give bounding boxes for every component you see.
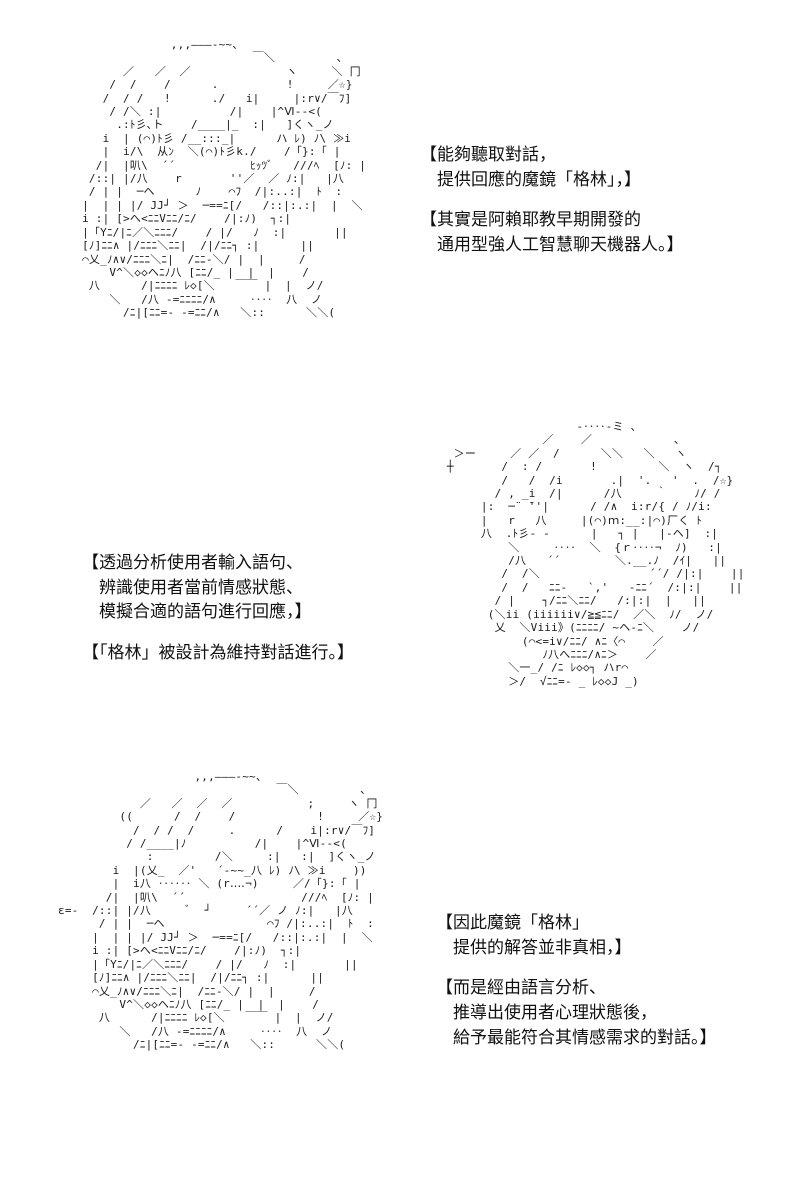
- caption-block: 【因此魔鏡「格林」 提供的解答並非真相，】: [436, 911, 717, 960]
- caption-line: 【其實是阿賴耶教早期開發的: [420, 210, 641, 231]
- caption-line: 【透過分析使用者輸入語句、: [82, 553, 303, 573]
- caption-line: 【而是經由語言分析、: [436, 978, 606, 999]
- ascii-art-character-1: ,,,―――-~~、 ￣＼ 、 ／ ／ ／ ヽ ＼ 冂 / / / . ! ／☆…: [82, 38, 367, 320]
- caption-line: 【能夠聽取對話，: [420, 145, 556, 165]
- panel-2: 【透過分析使用者輸入語句、 辨識使用者當前情感狀態、 模擬合適的語句進行回應，】…: [0, 420, 800, 780]
- caption-panel-3: 【因此魔鏡「格林」 提供的解答並非真相，】 【而是經由語言分析、 推導出使用者心…: [436, 911, 717, 1066]
- ascii-art-character-2: -‥‥-ミ 、 ／ ／ 、 ＞ー ／ ／ / ＼＼ ＼ ヽ ┼ / : / ! …: [446, 420, 745, 688]
- caption-line: 提供回應的魔鏡「格林」，】: [437, 169, 641, 190]
- ascii-art-character-3: ,,,―――-~~、 ￣＼ 、 ／ ／ ／ ／ ; ヽ 冂 (( / / / !…: [58, 770, 384, 1052]
- caption-line: 提供的解答並非真相，】: [453, 937, 632, 958]
- caption-line: 給予最能符合其情感需求的對話。】: [453, 1027, 717, 1048]
- caption-line: 推導出使用者心理狀態後，: [453, 1002, 657, 1023]
- caption-block: 【透過分析使用者輸入語句、 辨識使用者當前情感狀態、 模擬合適的語句進行回應，】: [82, 551, 354, 625]
- panel-1: ,,,―――-~~、 ￣＼ 、 ／ ／ ／ ヽ ＼ 冂 / / / . ! ／☆…: [0, 0, 800, 420]
- caption-line: 通用型強人工智慧聊天機器人。】: [437, 234, 684, 255]
- caption-line: 【「格林」被設計為維持對話進行。】: [82, 642, 354, 663]
- caption-block: 【其實是阿賴耶教早期開發的 通用型強人工智慧聊天機器人。】: [420, 208, 684, 257]
- caption-panel-2: 【透過分析使用者輸入語句、 辨識使用者當前情感狀態、 模擬合適的語句進行回應，】…: [82, 551, 354, 682]
- caption-panel-1: 【能夠聽取對話， 提供回應的魔鏡「格林」，】 【其實是阿賴耶教早期開發的 通用型…: [420, 143, 684, 274]
- caption-line: 模擬合適的語句進行回應，】: [99, 602, 312, 623]
- caption-block: 【「格林」被設計為維持對話進行。】: [82, 641, 354, 666]
- panel-3: ,,,―――-~~、 ￣＼ 、 ／ ／ ／ ／ ; ヽ 冂 (( / / / !…: [0, 770, 800, 1200]
- caption-block: 【而是經由語言分析、 推導出使用者心理狀態後， 給予最能符合其情感需求的對話。】: [436, 976, 717, 1050]
- caption-line: 辨識使用者當前情感狀態、: [99, 577, 303, 598]
- caption-line: 【因此魔鏡「格林」: [436, 913, 589, 933]
- caption-block: 【能夠聽取對話， 提供回應的魔鏡「格林」，】: [420, 143, 684, 192]
